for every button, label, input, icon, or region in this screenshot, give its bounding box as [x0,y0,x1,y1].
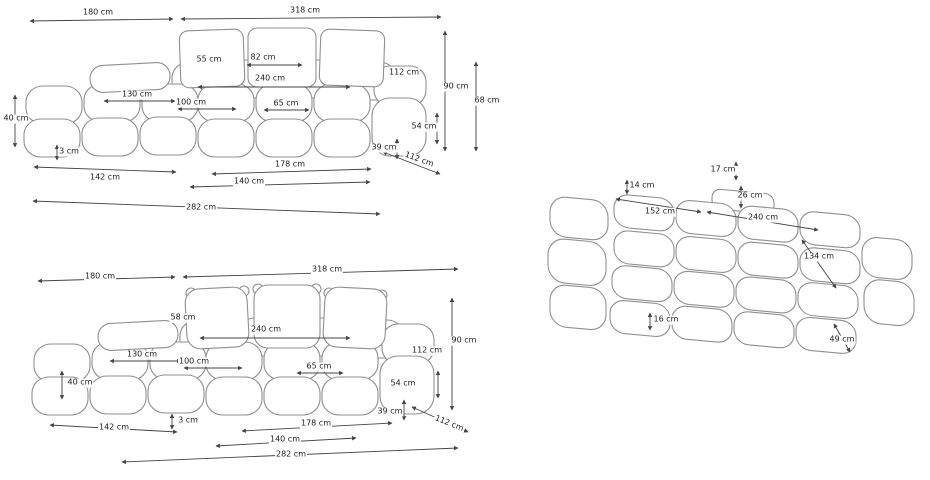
dim-top-cushion-width: 82 cm [249,52,277,63]
dim-bot-arm-height: 54 cm [389,378,417,389]
dim-top-arm-depth: 112 cm [387,67,421,78]
dim-bed-depth: 134 cm [802,251,836,262]
dim-top-back-width: 240 cm [253,73,287,84]
dim-bot-arm-depth: 112 cm [410,345,444,356]
dim-bed-side-height: 49 cm [828,334,856,345]
sofa-bed-drawing [547,188,915,356]
dim-top-arm-height: 54 cm [410,121,438,132]
dim-bot-total-height: 90 cm [450,335,478,346]
sofa-top-drawing [24,27,426,157]
dim-bed-base-height: 16 cm [652,314,680,325]
dim-bot-leg-height: 3 cm [177,415,199,426]
dim-top-seat-depth: 65 cm [272,98,300,109]
dim-top-width-right: 318 cm [288,5,322,16]
dim-bed-width: 152 cm [643,206,677,217]
sofa-bottom-drawing [32,283,434,415]
dim-bot-chaise-width: 130 cm [125,349,159,360]
dim-bot-front-width: 140 cm [268,434,302,445]
dim-bed-length: 240 cm [746,212,780,223]
dim-bot-total-length: 282 cm [274,449,308,460]
dim-top-leg-height: 3 cm [58,146,80,157]
dim-top-total-height: 90 cm [442,81,470,92]
dim-bot-seat-depth: 65 cm [305,361,333,372]
dim-bot-cushion-height: 58 cm [169,312,197,323]
dim-top-chaise-width: 130 cm [120,89,154,100]
dim-bot-width-left: 180 cm [83,271,117,282]
dim-bot-front-height: 39 cm [376,406,404,417]
dim-bed-back-top: 14 cm [628,180,656,191]
dim-bed-headrest-depth: 17 cm [709,164,737,175]
dim-top-back-height: 68 cm [473,95,501,106]
dim-top-seat-height: 40 cm [2,113,30,124]
dim-bot-seat-width: 100 cm [177,356,211,367]
dim-bot-seat-length: 178 cm [299,418,333,429]
dim-bot-seat-height: 40 cm [66,377,94,388]
dim-top-seat-length: 178 cm [273,159,307,170]
dim-bot-chaise-length: 142 cm [97,422,131,433]
dim-bed-headrest-height: 26 cm [736,190,764,201]
dim-top-cushion-height: 55 cm [195,54,223,65]
dim-top-front-height: 39 cm [370,142,398,153]
dim-bot-back-width: 240 cm [249,324,283,335]
dim-top-seat-width: 100 cm [174,97,208,108]
dim-top-chaise-length: 142 cm [88,172,122,183]
dim-top-total-length: 282 cm [184,202,218,213]
dim-top-width-left: 180 cm [81,7,115,18]
dim-bot-width-right: 318 cm [310,264,344,275]
dim-top-front-width: 140 cm [232,176,266,187]
